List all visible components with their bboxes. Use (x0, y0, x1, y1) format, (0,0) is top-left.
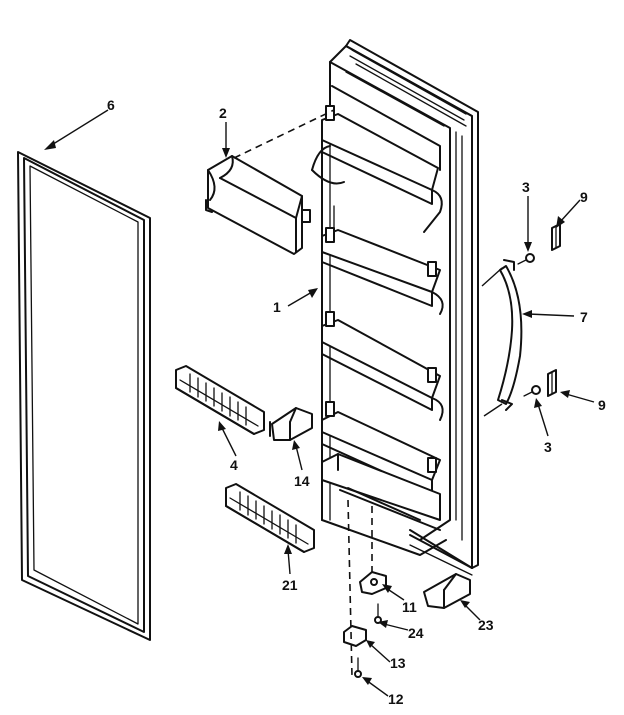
door-shelf-3 (321, 319, 444, 421)
leader-lines (44, 109, 595, 697)
shelf-front-part (205, 155, 311, 255)
door-gasket (17, 151, 151, 641)
hinge-11 (359, 571, 387, 595)
callout-2: 2 (219, 105, 227, 121)
hinge-axis-guide (347, 499, 353, 677)
shelf-rail-21 (225, 483, 315, 553)
callout-21: 21 (282, 577, 298, 593)
bushing-12 (354, 657, 362, 678)
callout-11: 11 (402, 599, 417, 615)
door-shelf-2 (321, 205, 444, 315)
callout-9-bottom: 9 (598, 397, 606, 413)
callout-12: 12 (388, 691, 404, 707)
door-handle (497, 259, 523, 411)
shelf-front-guide (233, 109, 335, 159)
shelf-clip-14 (269, 407, 313, 441)
handle-trim-bottom (547, 369, 557, 397)
callout-7: 7 (580, 309, 588, 325)
door-shelf-5 (321, 453, 441, 521)
callout-3-top: 3 (522, 179, 530, 195)
hinge-bracket-13 (343, 625, 367, 647)
callout-4: 4 (230, 457, 238, 473)
callout-9-top: 9 (580, 189, 588, 205)
screw-bottom (523, 385, 541, 397)
callout-13: 13 (390, 655, 406, 671)
callout-24: 24 (408, 625, 424, 641)
handle-trim-top (551, 223, 561, 251)
door-shelf-1 (311, 113, 443, 233)
callout-23: 23 (478, 617, 494, 633)
screw-top (517, 253, 535, 265)
callout-14: 14 (294, 473, 310, 489)
callout-1: 1 (273, 299, 281, 315)
shelf-clip-23 (423, 573, 471, 609)
callout-6: 6 (107, 97, 115, 113)
liner-brackets (325, 105, 437, 473)
shelf-rail-4 (175, 365, 265, 435)
screw-24 (374, 603, 382, 624)
callout-3-bottom: 3 (544, 439, 552, 455)
